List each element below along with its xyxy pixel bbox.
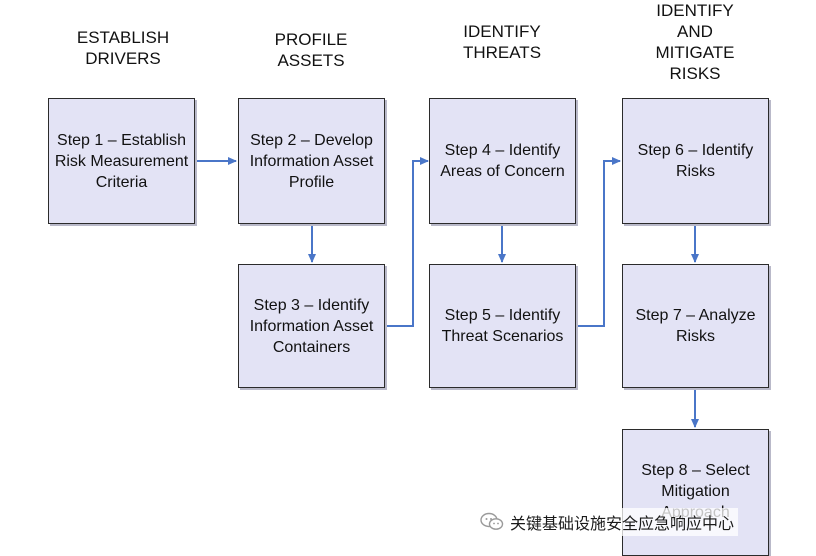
arrow-step5-to-step6 (576, 157, 621, 327)
step-4-box: Step 4 – Identify Areas of Concern (429, 98, 576, 224)
watermark-text: 关键基础设施安全应急响应中心 (510, 516, 735, 533)
step-2-box: Step 2 – Develop Information Asset Profi… (238, 98, 385, 224)
watermark: 关键基础设施安全应急响应中心 (476, 508, 739, 536)
column-header-identify-threats: IDENTIFY THREATS (462, 22, 542, 62)
step-7-box: Step 7 – Analyze Risks (622, 264, 769, 388)
arrow-step3-to-step4 (384, 157, 429, 327)
step-1-box: Step 1 – Establish Risk Measurement Crit… (48, 98, 195, 224)
column-header-profile-assets: PROFILE ASSETS (274, 30, 348, 70)
wechat-icon (480, 512, 504, 530)
column-header-identify-mitigate-risks: IDENTIFY AND MITIGATE RISKS (655, 1, 735, 83)
step-8-box: Step 8 – Select Mitigation Approach (622, 429, 769, 556)
column-header-establish-drivers: ESTABLISH DRIVERS (76, 28, 170, 68)
step-6-box: Step 6 – Identify Risks (622, 98, 769, 224)
step-3-box: Step 3 – Identify Information Asset Cont… (238, 264, 385, 388)
step-5-box: Step 5 – Identify Threat Scenarios (429, 264, 576, 388)
